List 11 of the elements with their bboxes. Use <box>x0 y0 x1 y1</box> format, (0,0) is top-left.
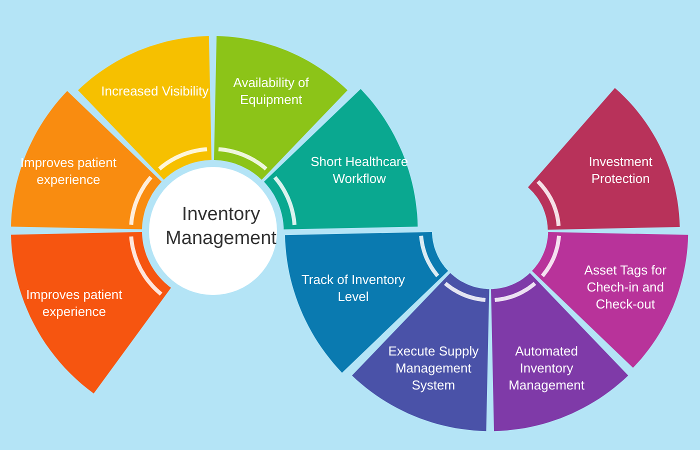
segment-label: Improves patient experience <box>25 286 124 320</box>
segment-label: Availability of Equipment <box>232 74 310 108</box>
segment-label: Investment Protection <box>588 153 654 188</box>
segment-label: Execute Supply Management System <box>387 342 480 394</box>
center-title: Inventory Management <box>164 203 278 251</box>
segment-label: Increased Visibility <box>100 82 210 100</box>
segment-label: Track of Inventory Level <box>300 270 406 305</box>
segment-label: Asset Tags for Chech-in and Check-out <box>583 262 668 313</box>
segment-label: Improves patient experience <box>19 154 118 188</box>
ring-segment <box>528 88 680 230</box>
segment-label: Automated Inventory Management <box>508 342 586 394</box>
